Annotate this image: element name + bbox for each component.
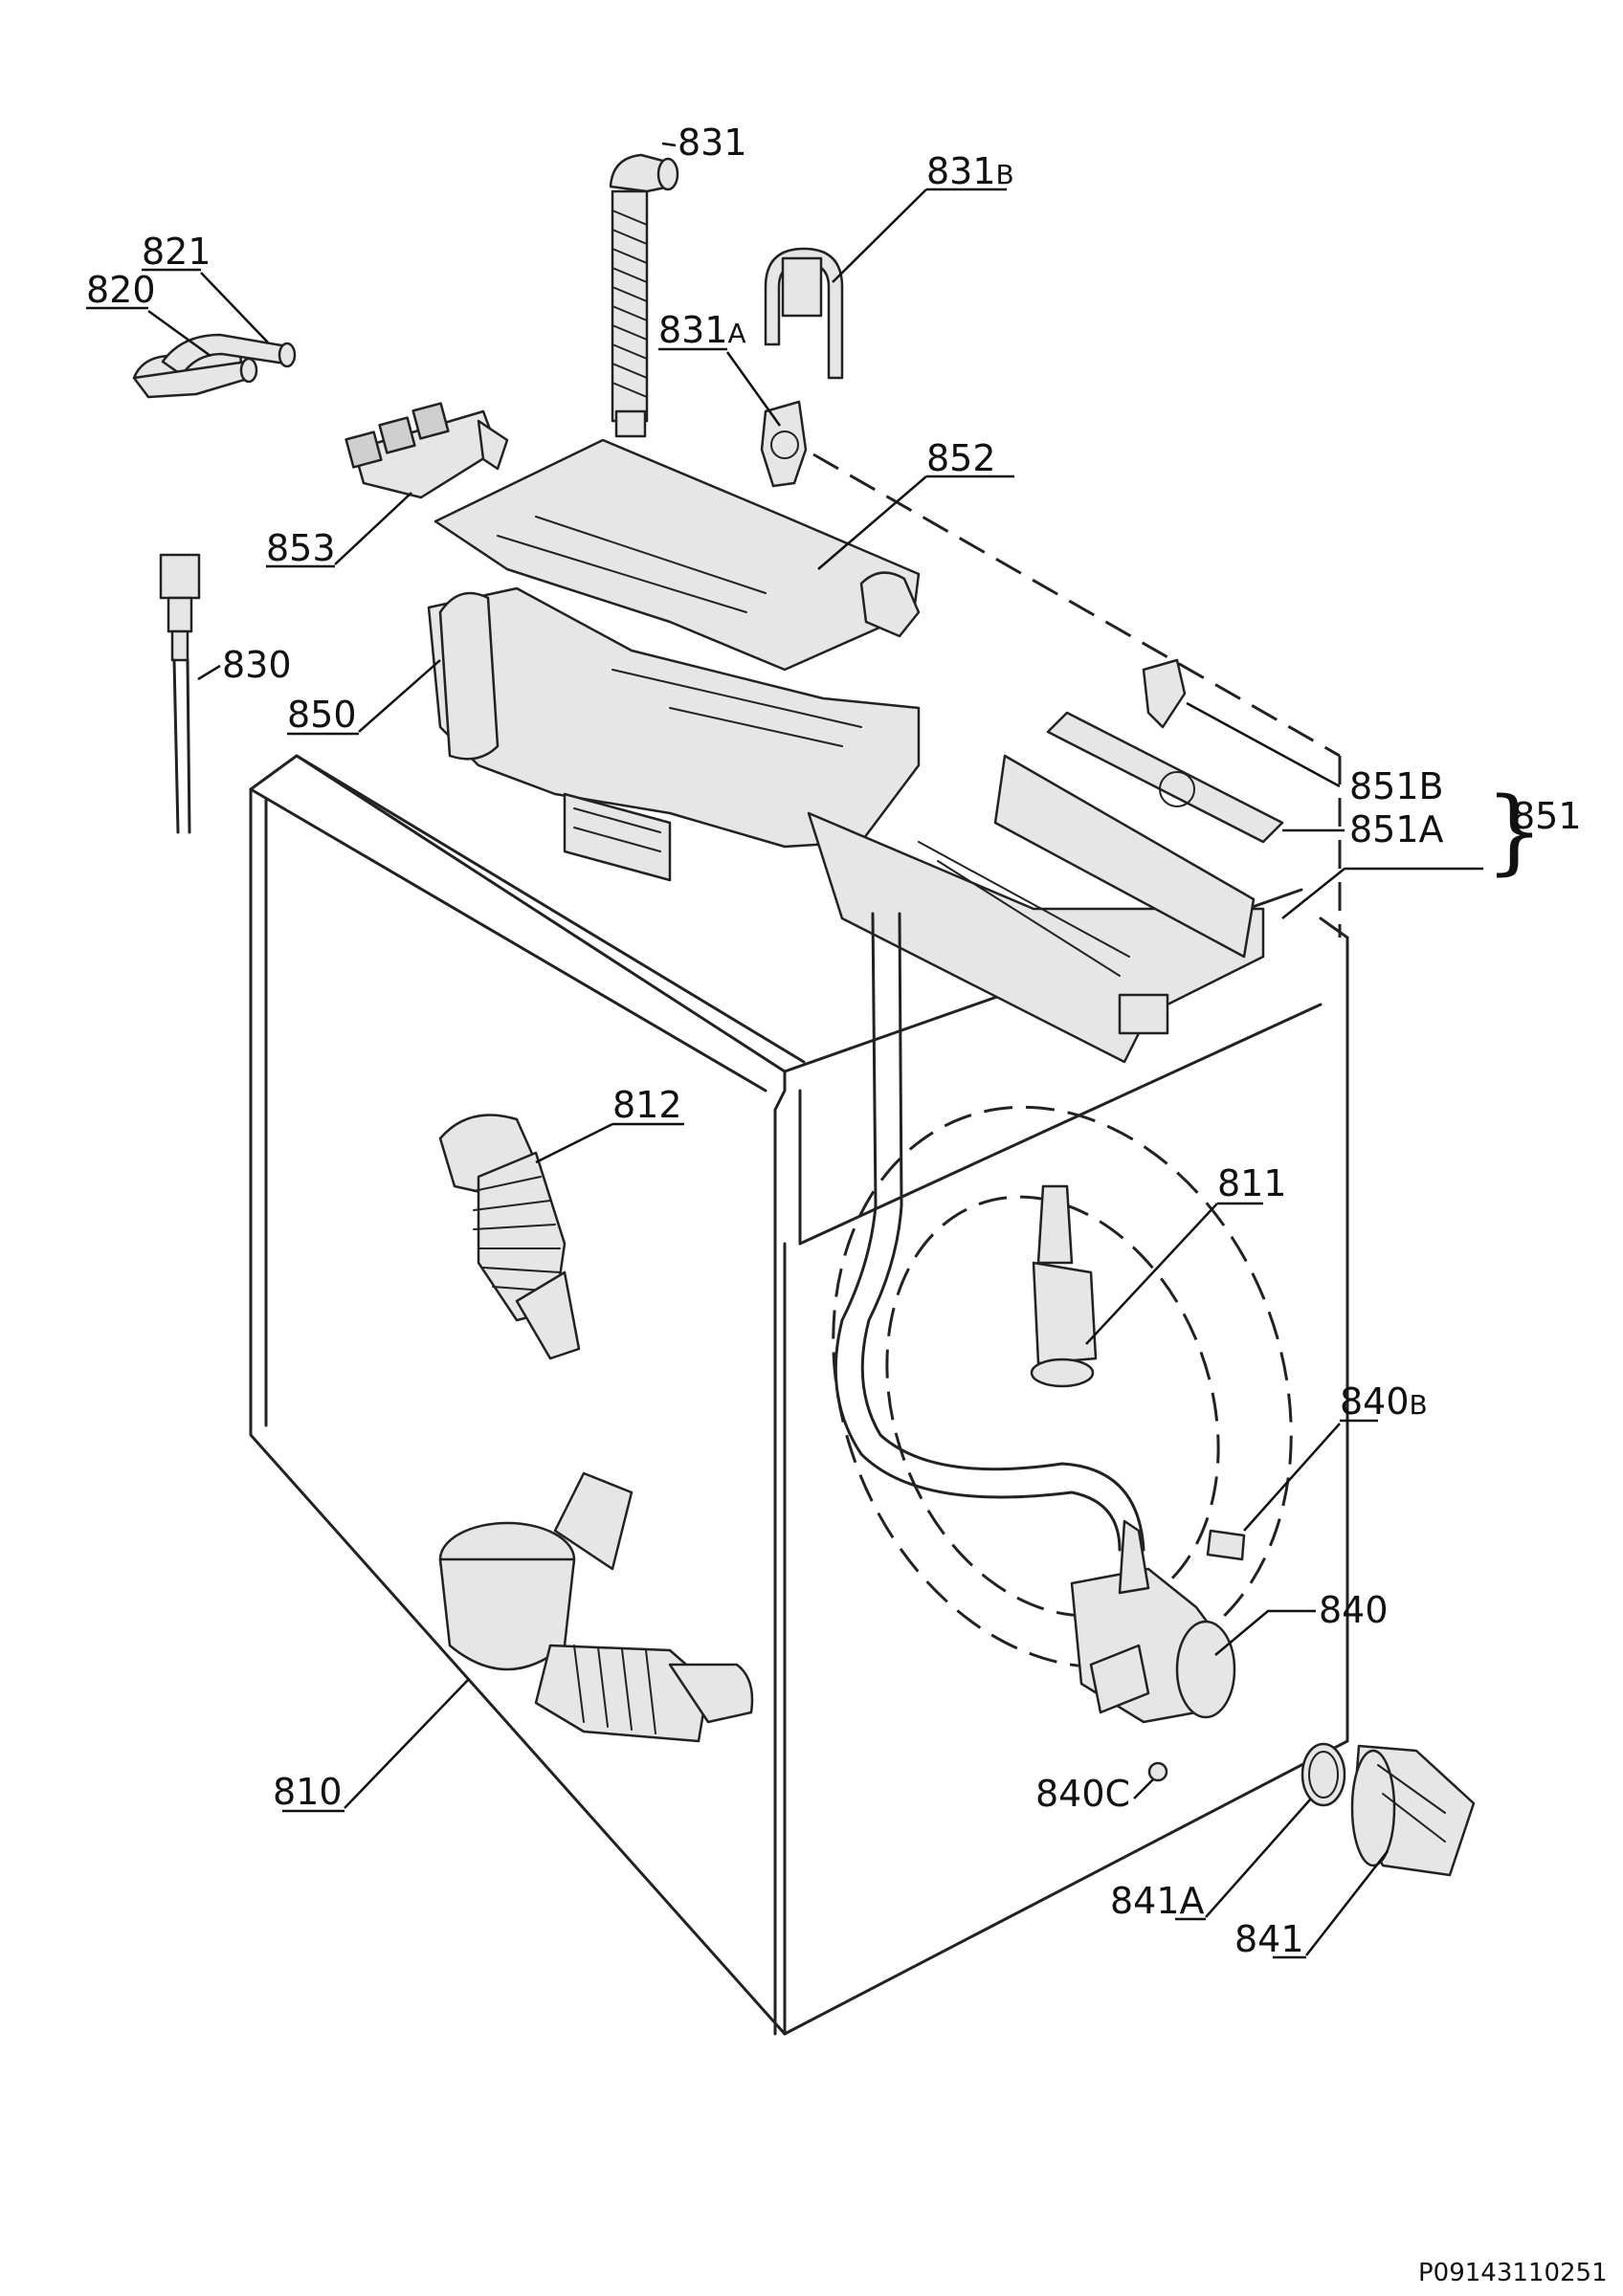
drawer-latch-851b	[1142, 658, 1187, 729]
label-841: 841	[1234, 1918, 1304, 1960]
dispenser-lid-852	[434, 438, 921, 672]
label-831a: 831A	[658, 309, 746, 351]
part-labels: 831 831B 821 820 831A 852 853 830 850 85…	[86, 121, 1608, 2287]
pump-filter-841	[1350, 1744, 1476, 1877]
label-841a: 841A	[1110, 1880, 1205, 1922]
drain-pump-840	[1070, 1519, 1236, 1724]
label-850: 850	[287, 694, 357, 736]
label-812: 812	[612, 1084, 682, 1126]
label-840c: 840C	[1035, 1773, 1130, 1815]
inlet-hoses-820-821	[132, 333, 297, 399]
drawer-insert-851a	[1046, 711, 1284, 844]
hose-hook-831b	[764, 247, 844, 380]
label-830: 830	[222, 644, 292, 686]
pressure-chamber-811	[1030, 1184, 1098, 1388]
label-851b: 851B	[1349, 765, 1444, 807]
cabinet	[249, 453, 1349, 2036]
label-831: 831	[678, 121, 747, 164]
label-831b: 831B	[926, 150, 1014, 192]
label-820: 820	[86, 269, 156, 311]
drawing-code: P09143110251	[1418, 2259, 1608, 2287]
label-810: 810	[273, 1771, 343, 1813]
label-840b: 840B	[1340, 1380, 1428, 1423]
internal-hose	[834, 912, 1145, 1552]
drain-hose-831	[609, 153, 679, 438]
group-brace-851: }	[1485, 778, 1544, 885]
label-852: 852	[926, 437, 996, 479]
filter-seal-841a	[1301, 1742, 1346, 1807]
bellows-hose-812	[438, 1114, 581, 1360]
pump-screw-840c	[1147, 1761, 1168, 1782]
sump-hose-810	[438, 1471, 754, 1743]
label-853: 853	[266, 527, 336, 569]
detergent-drawer-851	[807, 754, 1265, 1064]
label-811: 811	[1217, 1162, 1287, 1204]
hose-clip-831a	[760, 400, 808, 488]
label-840: 840	[1319, 1589, 1389, 1631]
inlet-pipe-830	[159, 553, 201, 834]
label-821: 821	[142, 231, 211, 273]
label-851a: 851A	[1349, 808, 1444, 850]
pump-clip-840b	[1206, 1529, 1246, 1561]
label-851: 851	[1512, 795, 1582, 837]
inlet-valve-853	[345, 402, 509, 499]
leader-lines	[86, 142, 1483, 1959]
